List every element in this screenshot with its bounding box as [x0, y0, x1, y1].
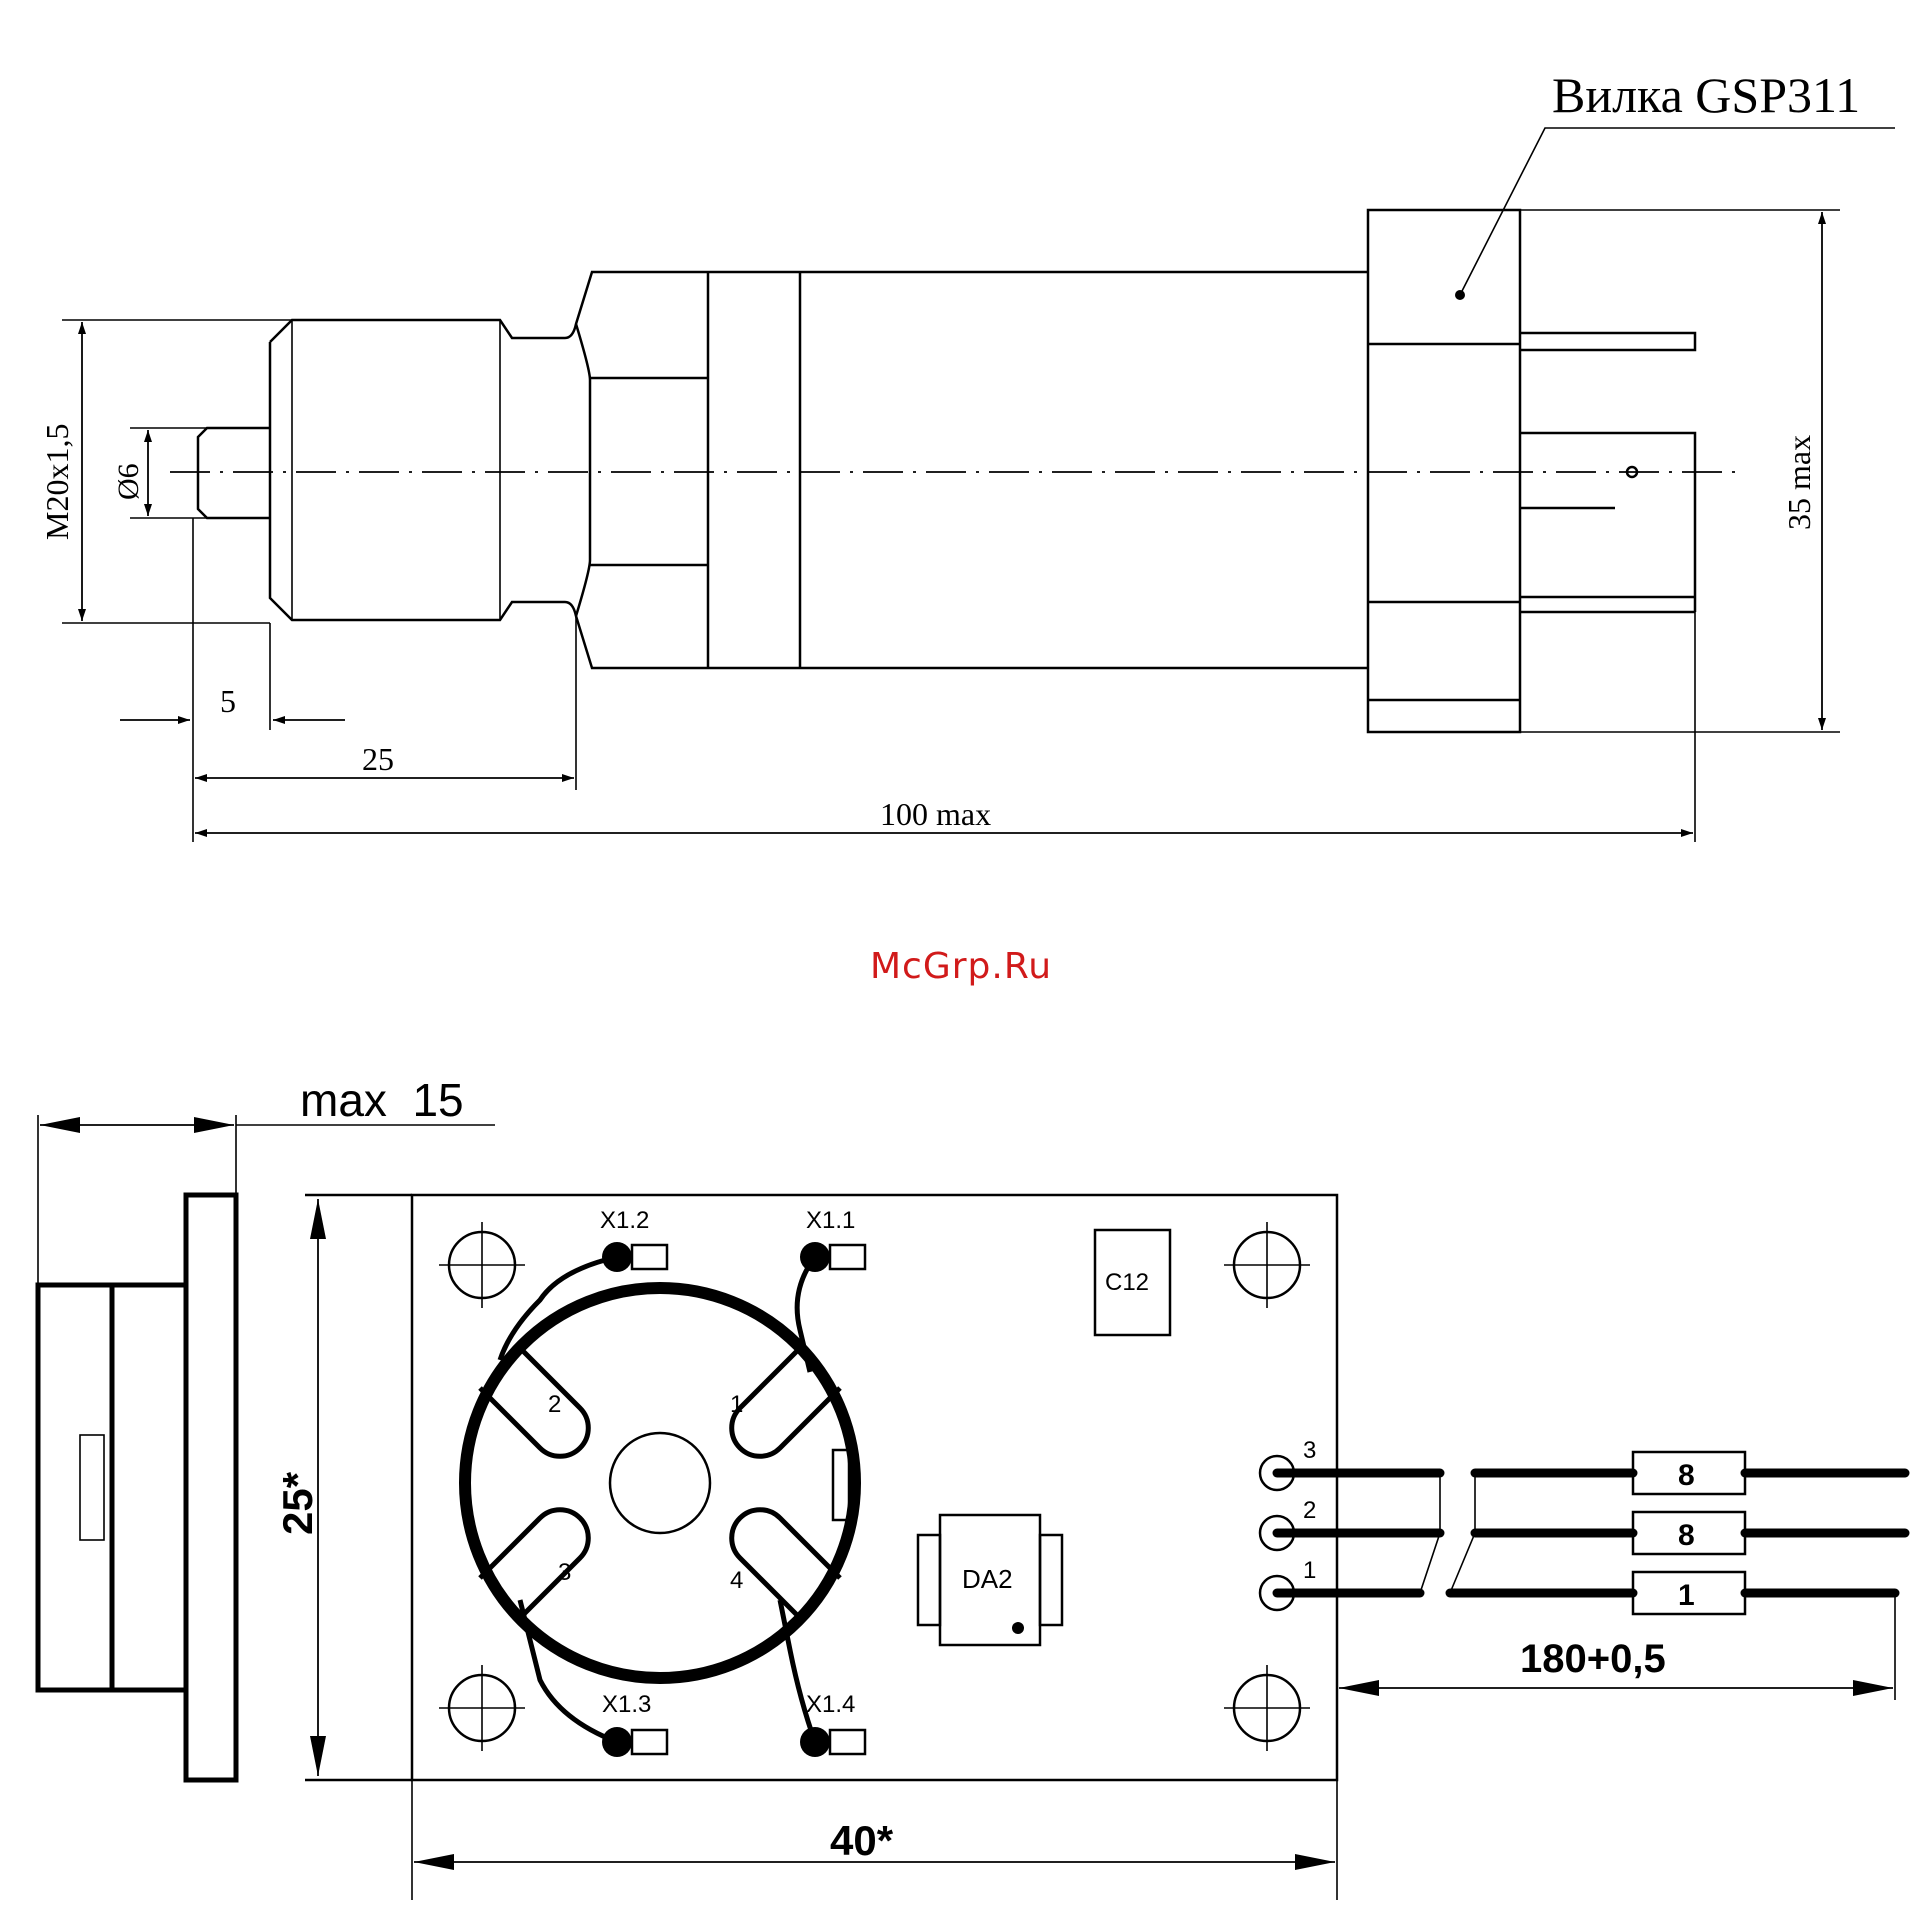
board-front-view: 2 1 3 4 X1.2 X1.1 X1.3 X1.4: [274, 1195, 1905, 1900]
dim-height: 35 max: [1781, 435, 1817, 530]
sensor-side-view: Вилка GSP311 M20x1,5 Ø6 5 25 100 max 35 …: [39, 67, 1895, 842]
dim-5: 5: [220, 683, 236, 719]
ref-x1-3: X1.3: [602, 1691, 651, 1718]
wire-marker-2: 8: [1678, 1519, 1695, 1552]
board-outline: [412, 1195, 1337, 1780]
pin-3-label: 3: [558, 1559, 571, 1586]
wire-marker-1: 1: [1678, 1579, 1695, 1612]
connector-label: Вилка GSP311: [1552, 67, 1860, 123]
dim-diameter: Ø6: [112, 463, 145, 500]
terminal-3-label: 3: [1303, 1437, 1316, 1464]
dim-max-thickness: max 15: [300, 1074, 464, 1126]
ref-da2: DA2: [962, 1564, 1013, 1594]
ref-x1-1: X1.1: [806, 1207, 855, 1234]
board-views: max 15: [38, 1074, 1905, 1900]
wires: 8 8 1: [1277, 1452, 1905, 1614]
sensor-body: [708, 272, 1368, 668]
dim-wire-length: 180+0,5: [1520, 1637, 1666, 1681]
connector-pins-middle: [1520, 433, 1695, 612]
pin-4-label: 4: [730, 1567, 743, 1594]
wire-marker-3: 8: [1678, 1459, 1695, 1492]
watermark: McGrp.Ru: [870, 946, 1052, 987]
dim-thread: M20x1,5: [39, 424, 75, 540]
terminal-1-label: 1: [1303, 1557, 1316, 1584]
dim-total-length: 100 max: [880, 796, 991, 832]
connector-center-hole: [610, 1433, 710, 1533]
connector-housing: [1368, 210, 1520, 732]
chip-da2: DA2: [918, 1515, 1062, 1645]
pin-2-label: 2: [548, 1391, 561, 1418]
terminal-2-label: 2: [1303, 1497, 1316, 1524]
dim-board-height: 25*: [274, 1471, 321, 1535]
dim-board-width: 40*: [830, 1817, 894, 1864]
pressure-port: [198, 428, 270, 518]
dim-25: 25: [362, 741, 394, 777]
board-side-view: max 15: [38, 1074, 495, 1780]
hex-nut: [576, 324, 590, 616]
terminals: 3 2 1: [1260, 1437, 1316, 1610]
connector-pins: 2 1 3 4: [480, 1348, 840, 1618]
mounting-holes: [439, 1222, 1310, 1751]
connector-leader: [1460, 128, 1895, 295]
threaded-fitting: [270, 272, 708, 668]
pin-1-label: 1: [730, 1391, 743, 1418]
ref-x1-2: X1.2: [600, 1207, 649, 1234]
ref-c12: C12: [1105, 1269, 1149, 1296]
connector-pin-top: [1520, 333, 1695, 350]
ref-x1-4: X1.4: [806, 1691, 855, 1718]
